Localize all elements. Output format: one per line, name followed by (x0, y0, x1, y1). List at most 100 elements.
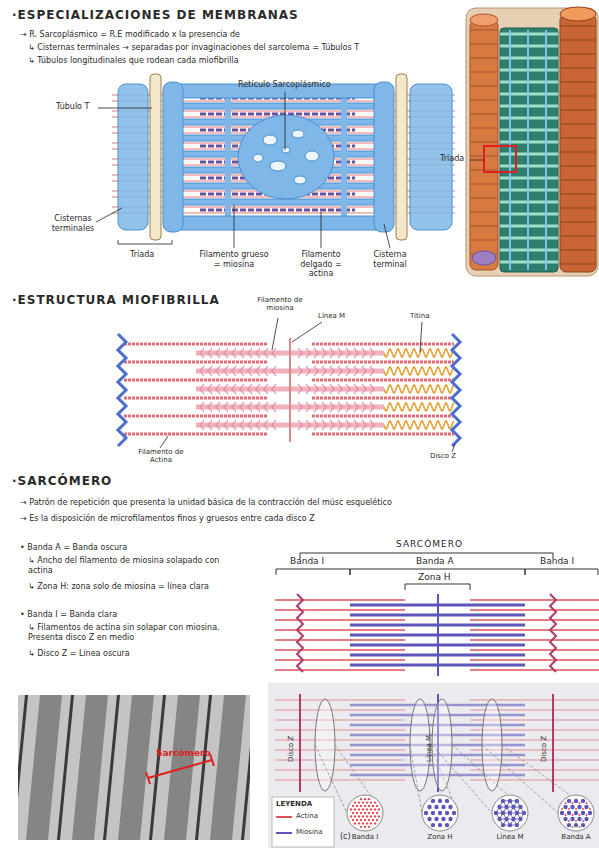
myosin-dot (431, 823, 435, 827)
actin-dot (350, 808, 352, 810)
actin-dot (368, 826, 370, 828)
myosin-head (322, 402, 326, 412)
myosin-dot (584, 817, 588, 821)
myosin-dot (434, 817, 438, 821)
actin-dot (561, 808, 563, 810)
actin-dot (370, 808, 372, 810)
actin-dot (378, 815, 380, 817)
m-bridge (517, 807, 521, 813)
muscle-fiber-illustration (466, 7, 598, 276)
section-ring (315, 699, 335, 791)
part-label: Línea M (318, 312, 345, 320)
actin-dot (586, 802, 588, 804)
myosin-dot (448, 817, 452, 821)
actin-dot (572, 802, 574, 804)
actin-dot (370, 801, 372, 803)
myosin-head (248, 402, 252, 412)
myosin-head (314, 402, 318, 412)
myofibril-stripe (560, 222, 596, 223)
actin-filament (312, 397, 454, 400)
myosin-head (338, 348, 342, 358)
myofibril-stripe (470, 44, 498, 45)
z-line (241, 695, 250, 840)
myosin-head (298, 366, 302, 376)
actin-filament (312, 433, 454, 436)
part-label: Filamento delgado = actina (290, 250, 352, 279)
myosin-head (298, 384, 302, 394)
myosin-dot (567, 823, 571, 827)
titin-spring (384, 403, 454, 411)
cross-section: Línea M (491, 794, 529, 832)
actin-dot (356, 819, 358, 821)
section-circle (422, 795, 458, 831)
myosin-head (338, 402, 342, 412)
longitudinal-tubule (341, 98, 347, 216)
m-bridge (507, 801, 511, 807)
myosin-head (224, 366, 228, 376)
terminal-cistern (163, 82, 183, 232)
dimension-label: Zona H (418, 572, 451, 583)
note-text: • Banda I = Banda clara (20, 610, 117, 620)
actin-dot (360, 805, 362, 807)
m-bridge (510, 825, 517, 826)
myosin-dot (431, 799, 435, 803)
myosin-head (208, 366, 212, 376)
m-bridge (503, 807, 507, 813)
actin-filament (275, 729, 405, 730)
myosin-head (208, 384, 212, 394)
marker-tick (146, 772, 150, 784)
myosin-head (338, 366, 342, 376)
m-bridge (507, 819, 511, 825)
leader-line (384, 224, 390, 248)
myosin-dot (567, 799, 571, 803)
myosin-head (346, 348, 350, 358)
actin-filament (275, 609, 405, 611)
cross-section-outline (557, 794, 595, 832)
actin-dot (378, 808, 380, 810)
myosin-head (306, 384, 310, 394)
myofibril-stripe (470, 86, 498, 87)
actin-filament (275, 649, 405, 651)
myosin-head (346, 384, 350, 394)
legend-line (276, 832, 292, 834)
myosin-dot (581, 823, 585, 827)
actin-dot (582, 808, 584, 810)
m-bridge (510, 800, 517, 801)
myosin-head (306, 402, 310, 412)
myosin-dot (441, 817, 445, 821)
myosin-head (224, 348, 228, 358)
dimension-label: Banda I (290, 556, 324, 567)
actin-filament (275, 639, 405, 641)
m-bridge (503, 800, 510, 801)
z-line (195, 695, 212, 840)
actin-dot (376, 819, 378, 821)
myosin-head (322, 366, 326, 376)
legend-text: Actina (296, 812, 318, 820)
myosin-head (256, 384, 260, 394)
myosin-head (330, 348, 334, 358)
z-disc (550, 594, 556, 672)
myofibril-end (470, 14, 498, 26)
m-bridge (507, 806, 514, 807)
leader-line (98, 108, 152, 109)
leader-line (285, 92, 286, 150)
note-text: ↳ Disco Z = Línea oscura (28, 649, 130, 659)
m-bridge (500, 813, 504, 819)
section-circle (558, 795, 594, 831)
myofibril-stripe (470, 114, 498, 115)
myofibril-stripe (560, 54, 596, 55)
note-text: ↳ Ancho del filamento de miosina solapad… (28, 556, 228, 575)
myosin-head (224, 402, 228, 412)
myosin-head (354, 366, 358, 376)
myosin-head (240, 366, 244, 376)
myosin-head (362, 366, 366, 376)
myofibril-stripe (470, 128, 498, 129)
myosin-head (330, 366, 334, 376)
sr-fenestration (305, 151, 319, 161)
myosin-dot (584, 805, 588, 809)
myosin-head (240, 420, 244, 430)
myosin-head (224, 384, 228, 394)
myofibril-stripe (470, 198, 498, 199)
myosin-head (200, 366, 204, 376)
actin-dot (368, 812, 370, 814)
